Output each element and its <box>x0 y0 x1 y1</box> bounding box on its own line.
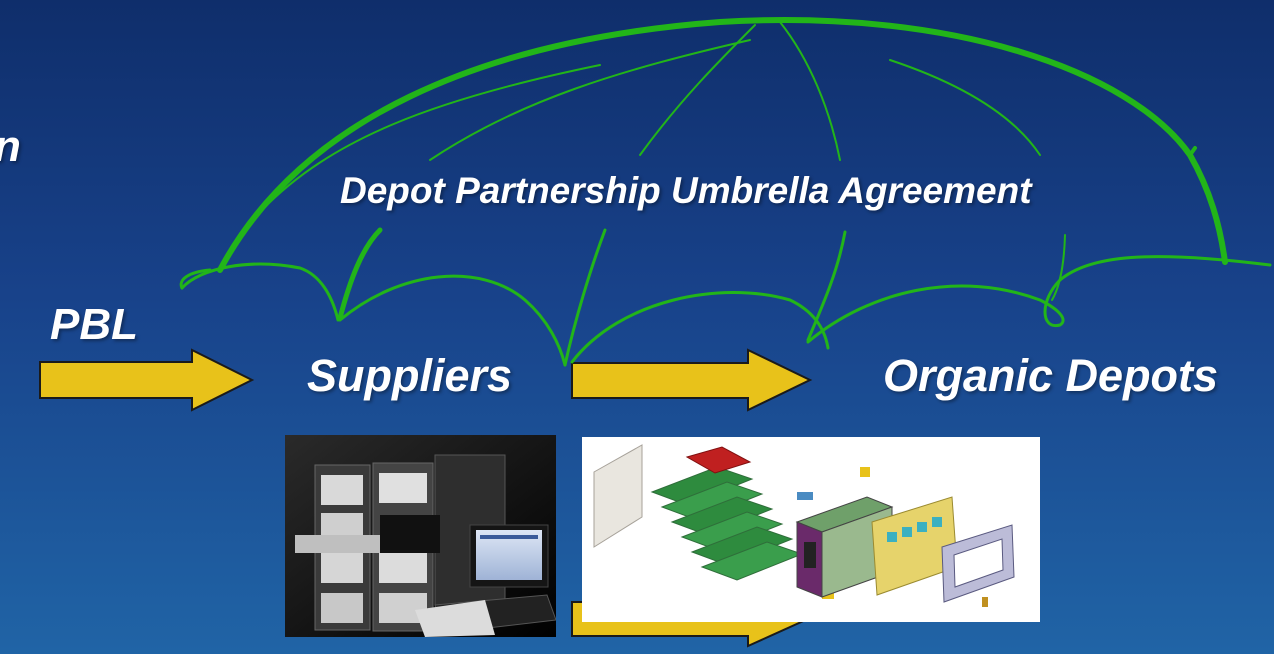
test-equipment-photo <box>285 435 556 637</box>
organic-depots-label: Organic Depots <box>883 350 1219 401</box>
umbrella-agreement-label: Depot Partnership Umbrella Agreement <box>340 170 1032 211</box>
scallop-4 <box>806 255 1272 344</box>
scallop-1 <box>337 227 383 321</box>
exploded-assembly-diagram <box>582 437 1040 622</box>
pbl-label: PBL <box>50 300 138 349</box>
scallop-3 <box>570 291 830 364</box>
suppliers-label: Suppliers <box>307 350 513 401</box>
arrow-suppliers-to-depots <box>571 348 813 412</box>
scallop-2 <box>338 274 567 367</box>
clipped-edge-text: n <box>0 122 21 172</box>
umbrella-canopy <box>217 17 1228 273</box>
arrow-pbl-to-suppliers <box>39 348 255 412</box>
umbrella-arcs <box>179 17 1272 367</box>
